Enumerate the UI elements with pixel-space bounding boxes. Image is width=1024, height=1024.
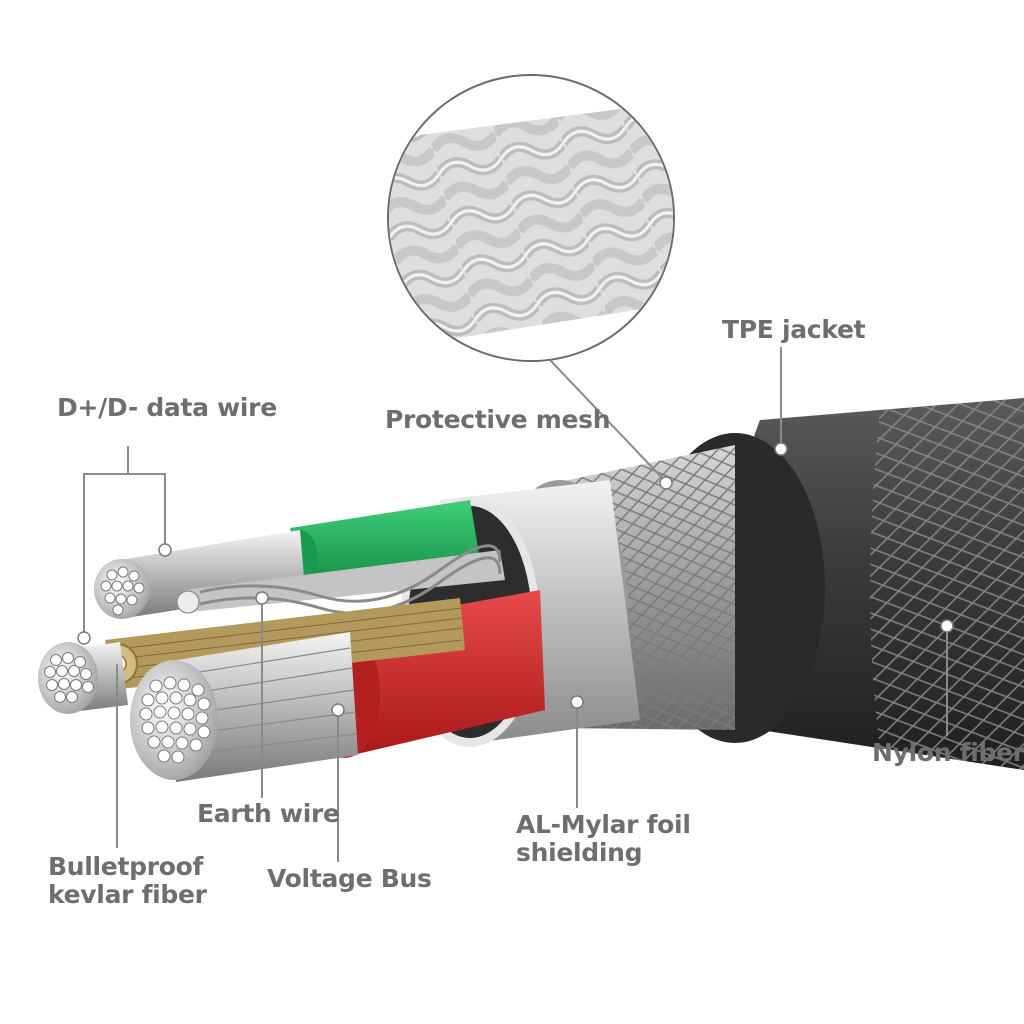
label-kevlar-line2: kevlar fiber: [48, 880, 207, 909]
data-wire-strands-2: [38, 642, 128, 714]
label-data-wire: D+/D- data wire: [57, 393, 277, 422]
label-foil-line1: AL-Mylar foil: [516, 810, 691, 839]
label-kevlar-line1: Bulletproof: [48, 852, 204, 881]
label-foil-shielding: AL-Mylar foil shielding: [516, 811, 691, 867]
label-kevlar-fiber: Bulletproof kevlar fiber: [48, 853, 207, 909]
label-voltage-bus: Voltage Bus: [267, 864, 432, 893]
leader-dots: [77, 442, 954, 717]
label-nylon-fiber: Nylon fiber: [872, 738, 1024, 767]
label-earth-wire: Earth wire: [197, 799, 340, 828]
mesh-zoom-inset: [387, 74, 675, 362]
label-tpe-jacket: TPE jacket: [722, 315, 866, 344]
leader-lines: [83, 347, 948, 862]
label-foil-line2: shielding: [516, 838, 643, 867]
label-protective-mesh: Protective mesh: [385, 405, 611, 434]
